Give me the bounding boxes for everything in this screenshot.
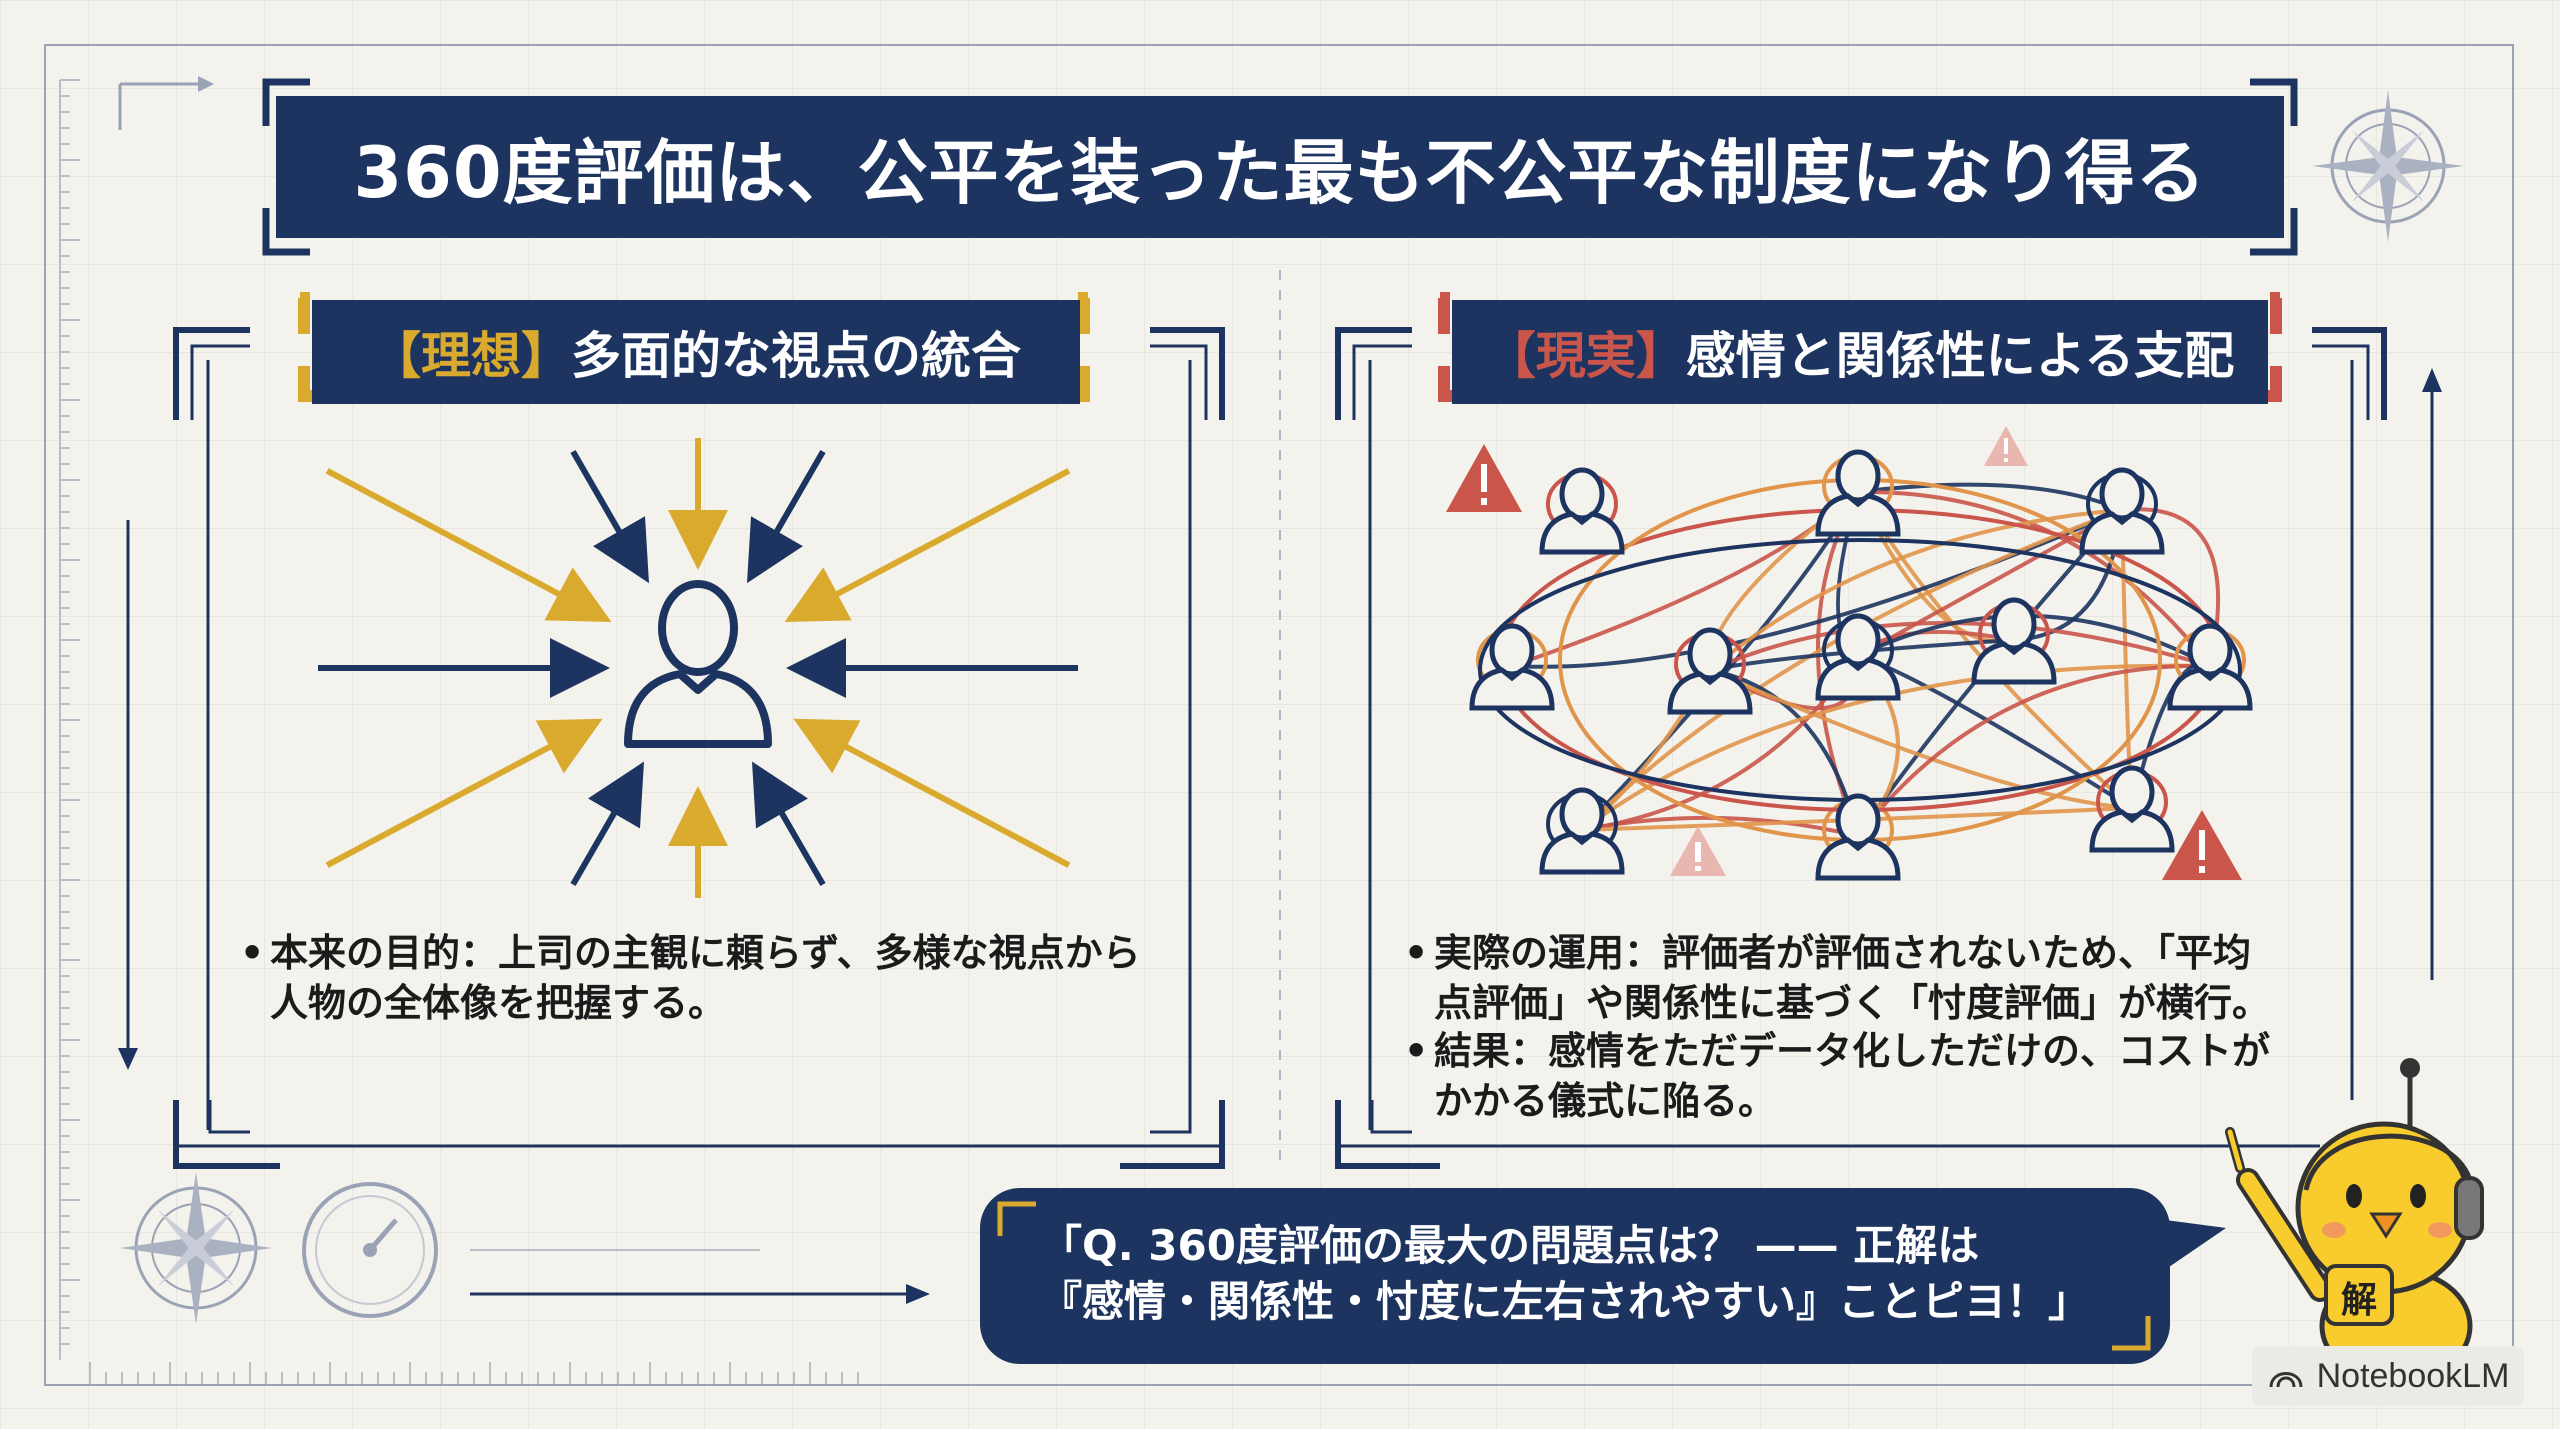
- relationship-line: [1856, 663, 2211, 838]
- converging-arrow: [325, 468, 612, 622]
- mascot-badge: 解: [2340, 1280, 2377, 1321]
- reality-heading: 感情と関係性による支配: [1685, 327, 2235, 385]
- ideal-bullet: • 本来の目的：上司の主観に頼らず、多様な視点から 人物の全体像を把握する。: [240, 928, 1141, 1028]
- reality-panel-header: 【現実】 感情と関係性による支配: [1452, 300, 2268, 404]
- converging-arrow: [746, 449, 826, 584]
- relationship-line: [1709, 620, 2211, 672]
- relationship-line: [1708, 508, 2123, 672]
- outer-frame: [44, 44, 2514, 1386]
- person-node-icon: [1971, 597, 2057, 685]
- speech-bubble: 「Q. 360度評価の最大の問題点は？ —— 正解は 『感情・関係性・忖度に左右…: [980, 1188, 2170, 1364]
- person-node-icon: [1469, 623, 1555, 711]
- reality-bullet: • 実際の運用：評価者が評価されないため、「平均 点評価」や関係性に基づく「忖度…: [1404, 928, 2271, 1028]
- warning-icon: [1446, 444, 1522, 512]
- compass-rose-icon: [120, 1172, 272, 1324]
- converging-arrow: [752, 761, 826, 887]
- person-node-icon: [1539, 467, 1625, 555]
- ideal-panel-header: 【理想】 多面的な視点の統合: [312, 300, 1080, 404]
- relationship-line: [1709, 638, 2015, 672]
- converging-arrow: [793, 718, 1071, 868]
- watermark-text: NotebookLM: [2316, 1356, 2510, 1395]
- warning-icon: [2162, 810, 2242, 880]
- gauge-icon: [302, 1182, 438, 1318]
- compass-rose-icon: [2312, 90, 2464, 242]
- bubble-line: 『感情・関係性・忖度に左右されやすい』ことピヨ！」: [1040, 1277, 2091, 1326]
- reality-bullet: • 結果：感情をただデータ化しただけの、コストが かかる儀式に陥る。: [1404, 1026, 2271, 1126]
- converging-arrow: [784, 468, 1071, 622]
- person-icon: [624, 580, 772, 748]
- relationship-line: [1580, 663, 2211, 832]
- person-node-icon: [2167, 623, 2253, 711]
- person-node-icon: [1539, 787, 1625, 875]
- ideal-label: 【理想】: [371, 327, 571, 385]
- person-node-icon: [1815, 613, 1901, 701]
- relationship-line: [1709, 668, 2133, 810]
- bullet-line: かかる儀式に陥る。: [1434, 1079, 1777, 1123]
- bullet-line: 結果：感情をただデータ化しただけの、コストが: [1434, 1029, 2271, 1073]
- converging-arrow: [570, 449, 650, 584]
- bullet-line: 本来の目的：上司の主観に頼らず、多様な視点から: [270, 931, 1141, 975]
- notebooklm-badge: NotebookLM: [2252, 1346, 2524, 1406]
- robot-chick-icon: [2225, 1058, 2484, 1385]
- bullet-line: 点評価」や関係性に基づく「忖度評価」が横行。: [1434, 981, 2271, 1025]
- converging-arrow: [570, 761, 644, 887]
- reality-label: 【現実】: [1485, 327, 1686, 385]
- converging-arrow: [325, 718, 603, 868]
- page-title: 360度評価は、公平を装った最も不公平な制度になり得る: [353, 131, 2207, 214]
- person-node-icon: [1667, 627, 1753, 715]
- title-banner: 360度評価は、公平を装った最も不公平な制度になり得る: [276, 96, 2284, 238]
- bullet-line: 人物の全体像を把握する。: [270, 981, 727, 1025]
- notebooklm-logo-icon: [2269, 1372, 2303, 1388]
- warning-icon: [1984, 426, 2028, 466]
- relationship-line: [1857, 482, 2123, 512]
- person-node-icon: [1815, 793, 1901, 881]
- bullet-line: 実際の運用：評価者が評価されないため、「平均: [1434, 931, 2252, 975]
- ideal-heading: 多面的な視点の統合: [571, 327, 1021, 385]
- person-node-icon: [1815, 449, 1901, 537]
- person-node-icon: [2089, 765, 2175, 853]
- warning-icon: [1670, 826, 1726, 876]
- bubble-line: 「Q. 360度評価の最大の問題点は？ —— 正解は: [1040, 1221, 1980, 1270]
- person-node-icon: [2079, 467, 2165, 555]
